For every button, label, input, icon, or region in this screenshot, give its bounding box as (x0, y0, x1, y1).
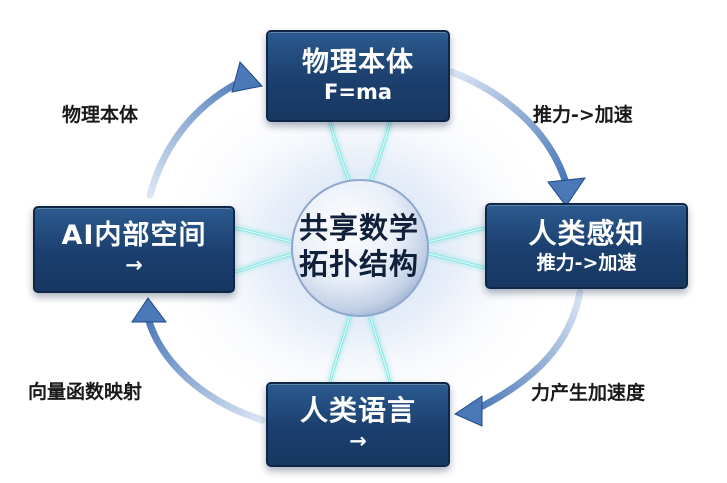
arrowhead-bottom (453, 395, 483, 427)
arrowhead-right (547, 177, 587, 207)
node-bottom-subtitle: → (349, 429, 367, 453)
flow-arrows (144, 68, 584, 424)
arrow-bottom-to-left (144, 314, 266, 424)
node-left-title: AI内部空间 (61, 220, 207, 252)
node-physical-ontology: 物理本体 F=ma (266, 30, 450, 122)
edge-label-bottom-left: 向量函数映射 (28, 381, 143, 403)
node-ai-internal-space: AI内部空间 → (33, 206, 235, 293)
arrowhead-top (231, 60, 263, 93)
center-line1: 共享数学 (298, 210, 419, 245)
center-sphere (291, 179, 429, 317)
node-human-perception: 人类感知 推力->加速 (485, 203, 688, 289)
edge-label-top-right: 推力->加速 (533, 104, 633, 126)
node-top-subtitle: F=ma (324, 79, 392, 104)
arrow-left-to-top (146, 74, 252, 199)
node-right-title: 人类感知 (528, 216, 645, 250)
arrowhead-left (131, 297, 167, 323)
arrow-right-to-bottom (471, 288, 584, 414)
node-top-title: 物理本体 (302, 46, 414, 78)
node-left-subtitle: → (125, 253, 143, 278)
center-label: 共享数学 拓扑结构 (279, 196, 439, 296)
edge-label-bottom-right: 力产生加速度 (531, 382, 646, 404)
node-right-subtitle: 推力->加速 (536, 251, 637, 274)
node-bottom-title: 人类语言 (299, 393, 416, 427)
arrowheads (131, 60, 587, 427)
arrow-top-to-right (448, 68, 569, 184)
center-line2: 拓扑结构 (298, 247, 419, 281)
node-human-language: 人类语言 → (266, 382, 450, 467)
edge-label-top-left: 物理本体 (62, 104, 139, 126)
